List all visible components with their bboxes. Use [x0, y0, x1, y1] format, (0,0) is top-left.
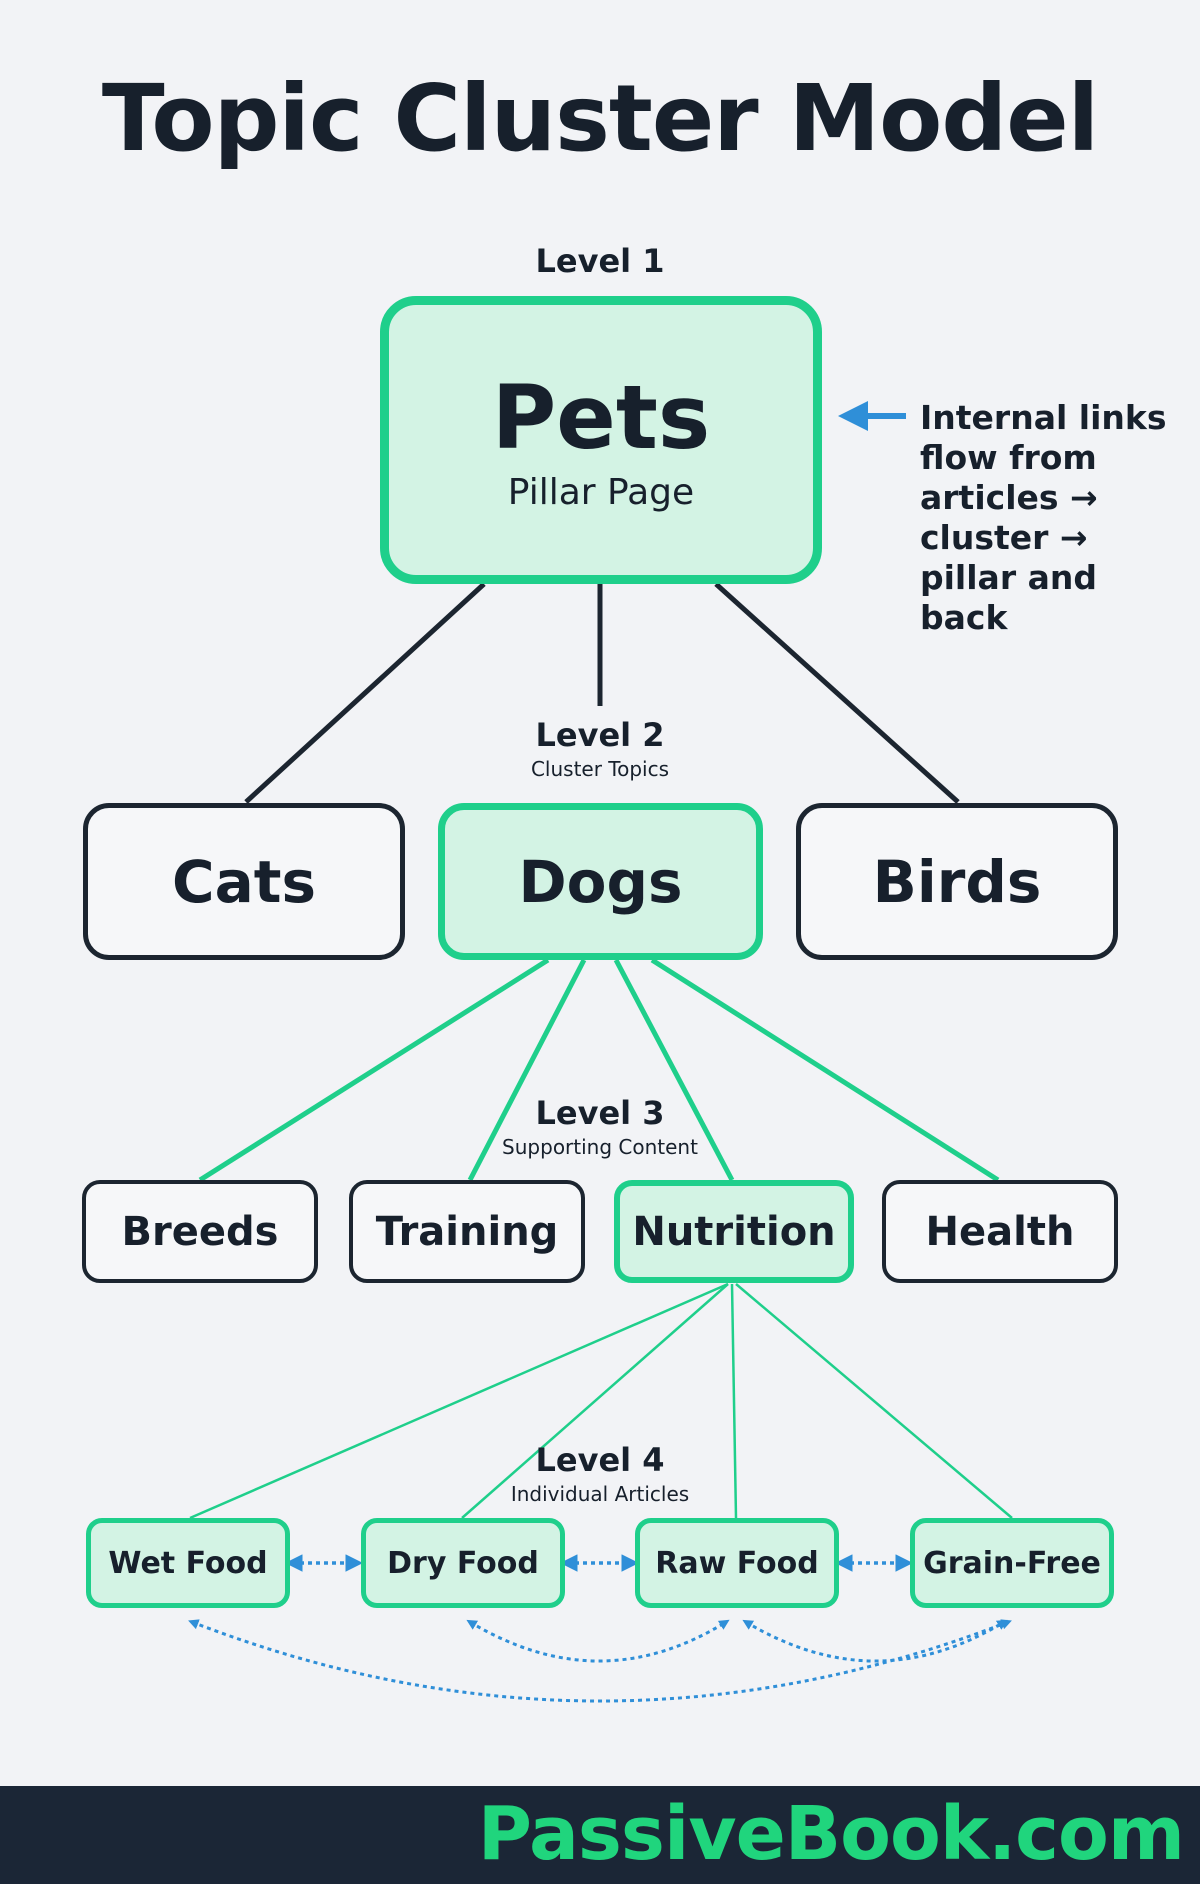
link-nutrition-rawfood [730, 1283, 738, 1519]
article-node-raw-food: Raw Food [635, 1518, 839, 1608]
support-node-health: Health [882, 1180, 1118, 1283]
level-4-subtitle: Individual Articles [510, 1482, 690, 1506]
pillar-subtitle: Pillar Page [507, 471, 695, 513]
link-arc-dry-raw [466, 1619, 730, 1663]
support-node-nutrition: Nutrition [614, 1180, 854, 1283]
link-nutrition-dryfood [461, 1283, 729, 1519]
footer-brand: PassiveBook.com [477, 1791, 1185, 1877]
cluster-node-birds: Birds [796, 803, 1118, 960]
support-node-breeds: Breeds [82, 1180, 318, 1283]
level-3-label: Level 3 [535, 1094, 665, 1132]
article-node-wet-food: Wet Food [86, 1518, 290, 1608]
link-arc-raw-grain [742, 1619, 1008, 1663]
link-dogs-nutrition [613, 958, 735, 1182]
page-title: Topic Cluster Model [101, 65, 1099, 172]
internal-links-note: Internal links flow from articles → clus… [920, 398, 1167, 637]
level-3-subtitle: Supporting Content [502, 1135, 698, 1159]
article-node-grain-free: Grain-Free [910, 1518, 1114, 1608]
pillar-name: Pets [491, 365, 711, 469]
level-1-label: Level 1 [535, 242, 665, 280]
article-node-dry-food: Dry Food [361, 1518, 565, 1608]
link-dogs-health [650, 957, 1000, 1183]
level-2-label: Level 2 [535, 716, 665, 754]
cluster-node-dogs: Dogs [438, 803, 763, 960]
level-2-subtitle: Cluster Topics [530, 757, 670, 781]
link-pets-birds [714, 582, 960, 804]
link-dogs-training [467, 958, 587, 1182]
link-arc-wet-grain [188, 1619, 1012, 1703]
level-4-label: Level 4 [535, 1441, 665, 1479]
footer-bar: PassiveBook.com [0, 1786, 1200, 1884]
support-node-training: Training [349, 1180, 585, 1283]
link-nutrition-wetfood [189, 1282, 729, 1520]
cluster-node-cats: Cats [83, 803, 405, 960]
pillar-node: Pets Pillar Page [380, 296, 822, 584]
link-nutrition-grainfree [735, 1283, 1013, 1519]
link-dogs-breeds [198, 957, 550, 1183]
link-pets-cats [244, 582, 486, 804]
